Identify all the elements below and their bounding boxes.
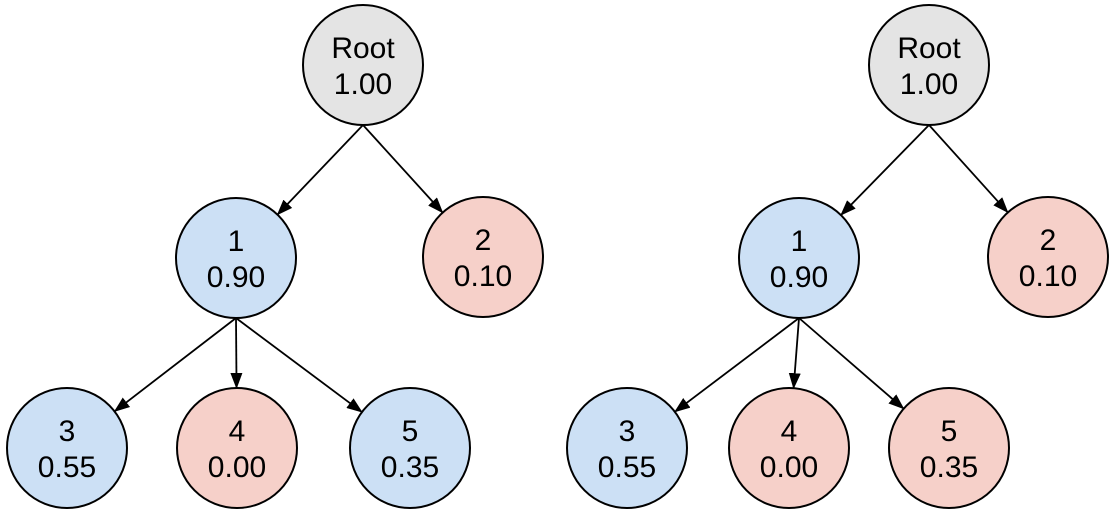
node-label: 1 bbox=[791, 225, 808, 258]
node-label: 3 bbox=[619, 415, 636, 448]
node-1: 10.90 bbox=[738, 197, 860, 319]
node-value: 0.10 bbox=[454, 260, 512, 293]
edge-1-3 bbox=[674, 317, 800, 413]
node-circle bbox=[566, 387, 688, 509]
node-circle bbox=[422, 196, 544, 318]
edge-root-2 bbox=[928, 124, 1009, 214]
node-circle bbox=[738, 197, 860, 319]
node-label: Root bbox=[897, 32, 961, 65]
edge-root-1 bbox=[840, 124, 930, 216]
node-label: 1 bbox=[228, 225, 245, 258]
node-4: 40.00 bbox=[728, 387, 850, 509]
edge-root-2 bbox=[362, 124, 444, 214]
node-circle bbox=[6, 387, 128, 509]
node-value: 0.00 bbox=[208, 451, 266, 484]
edge-root-1 bbox=[276, 124, 364, 216]
node-2: 20.10 bbox=[422, 196, 544, 318]
node-1: 10.90 bbox=[175, 197, 297, 319]
node-5: 50.35 bbox=[888, 387, 1010, 509]
node-value: 0.10 bbox=[1019, 260, 1077, 293]
node-value: 0.35 bbox=[920, 451, 978, 484]
node-circle bbox=[987, 196, 1109, 318]
node-circle bbox=[728, 387, 850, 509]
node-5: 50.35 bbox=[349, 387, 471, 509]
node-label: 4 bbox=[229, 415, 246, 448]
node-3: 30.55 bbox=[6, 387, 128, 509]
node-circle bbox=[868, 4, 990, 126]
edge-1-5 bbox=[798, 317, 905, 410]
node-2: 20.10 bbox=[987, 196, 1109, 318]
node-label: 5 bbox=[402, 415, 419, 448]
node-value: 0.00 bbox=[760, 451, 818, 484]
node-value: 0.90 bbox=[770, 261, 828, 294]
node-circle bbox=[888, 387, 1010, 509]
node-label: 2 bbox=[475, 224, 492, 257]
node-value: 0.90 bbox=[207, 261, 265, 294]
node-value: 0.55 bbox=[38, 451, 96, 484]
node-value: 0.55 bbox=[598, 451, 656, 484]
node-label: 4 bbox=[781, 415, 798, 448]
node-label: 3 bbox=[59, 415, 76, 448]
node-label: Root bbox=[331, 32, 395, 65]
edge-1-4 bbox=[788, 317, 801, 390]
node-value: 1.00 bbox=[900, 68, 958, 101]
node-circle bbox=[349, 387, 471, 509]
edge-1-3 bbox=[113, 317, 237, 413]
node-label: 2 bbox=[1040, 224, 1057, 257]
node-3: 30.55 bbox=[566, 387, 688, 509]
edge-1-4 bbox=[230, 317, 243, 390]
edge-1-5 bbox=[235, 317, 363, 413]
node-circle bbox=[175, 197, 297, 319]
node-circle bbox=[302, 4, 424, 126]
node-4: 40.00 bbox=[176, 387, 298, 509]
node-value: 0.35 bbox=[381, 451, 439, 484]
node-circle bbox=[176, 387, 298, 509]
node-value: 1.00 bbox=[334, 68, 392, 101]
node-label: 5 bbox=[941, 415, 958, 448]
